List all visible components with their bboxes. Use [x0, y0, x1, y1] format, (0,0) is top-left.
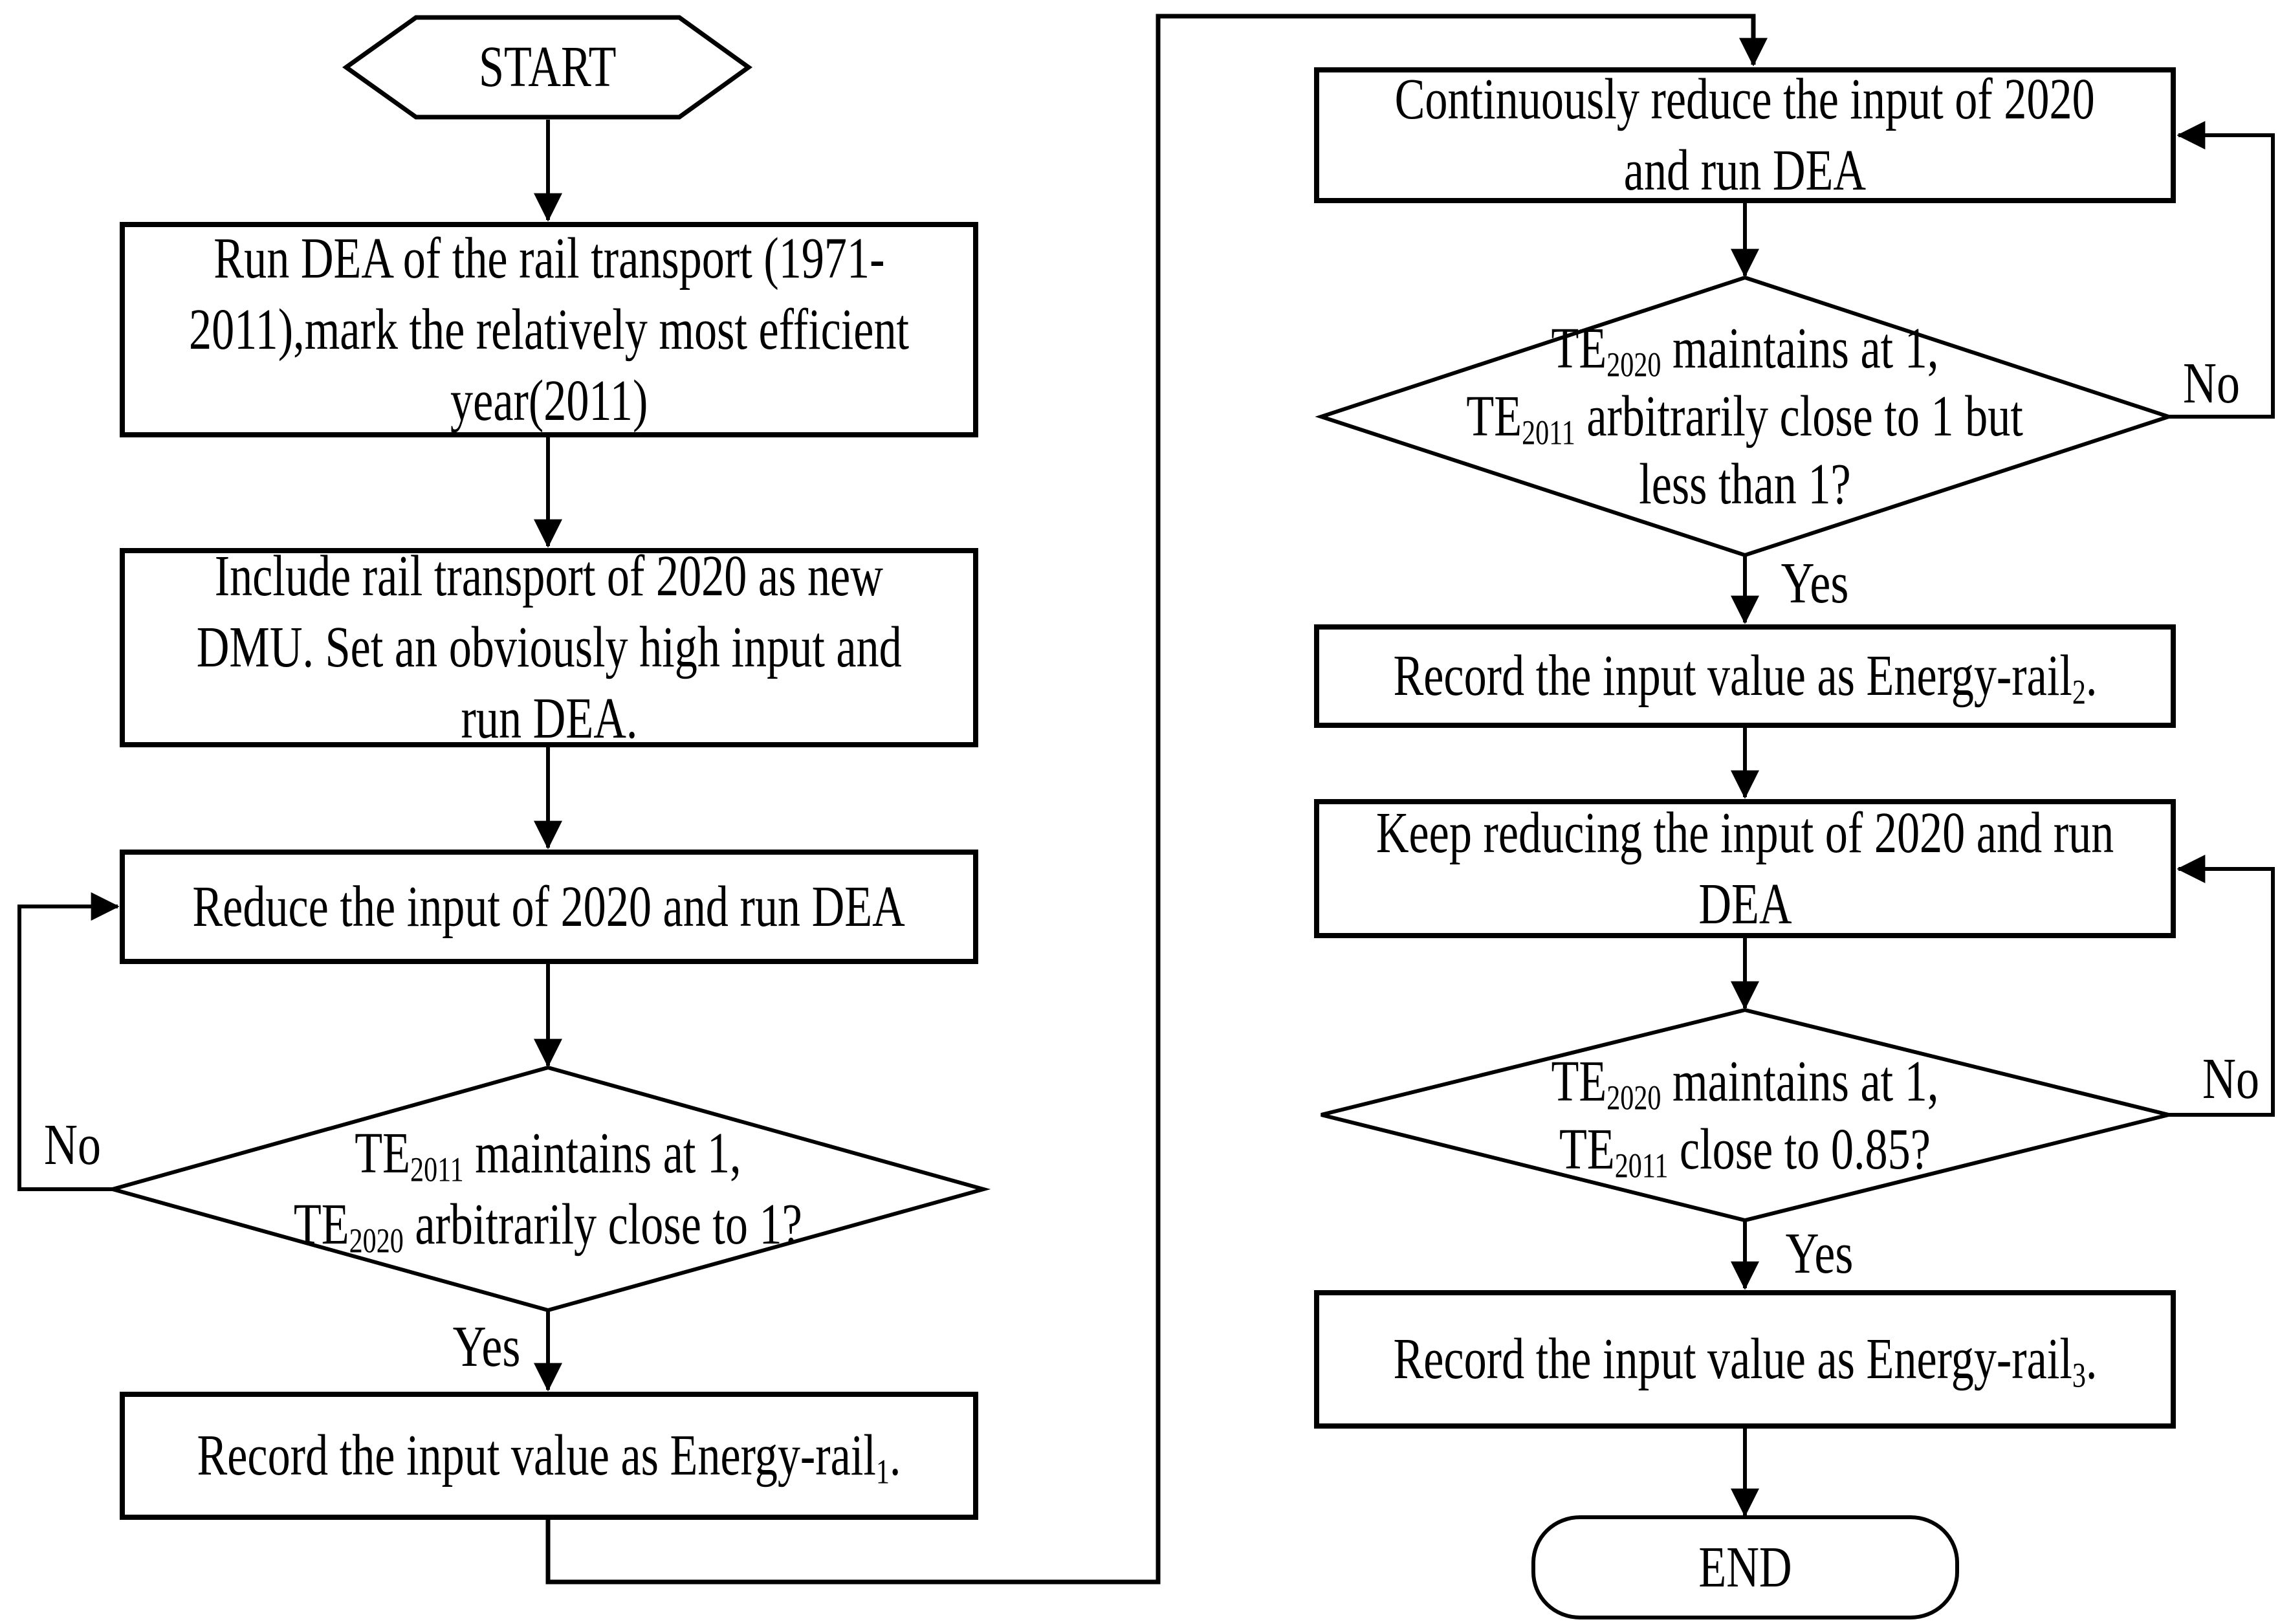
process-continuously-reduce: Continuously reduce the input of 2020 an… — [1314, 67, 2176, 203]
process-run-dea-line1: Run DEA of the rail transport (1971- — [213, 226, 885, 291]
record2-sub: 2 — [2072, 672, 2086, 712]
process-record-energy-rail1: Record the input value as Energy-rail1. — [120, 1392, 978, 1520]
decision3-line2-sub: 2011 — [1614, 1146, 1669, 1185]
end-node: END — [1533, 1517, 1957, 1618]
decision2-line2: TE2011 arbitrarily close to 1 but — [1467, 382, 2024, 450]
decision2-line1-pre: TE — [1551, 316, 1607, 380]
process-record-energy-rail3: Record the input value as Energy-rail3. — [1314, 1290, 2176, 1429]
process-continuously-reduce-line2: and run DEA — [1623, 138, 1867, 203]
decision2-line2-post: arbitrarily close to 1 but — [1575, 384, 2024, 448]
record3-line: Record the input value as Energy-rail3. — [1393, 1324, 2097, 1395]
edge-label-no-2: No — [2183, 351, 2240, 415]
process-reduce-input-line1: Reduce the input of 2020 and run DEA — [192, 874, 906, 939]
record3-sub: 3 — [2072, 1355, 2086, 1395]
record1-sub: 1 — [875, 1452, 890, 1491]
record1-pre: Record the input value as Energy-rail — [197, 1423, 876, 1487]
decision3-line2-post: close to 0.85? — [1668, 1117, 1931, 1181]
edge-label-yes-1: Yes — [452, 1315, 521, 1379]
process-include-2020-line3: run DEA. — [461, 686, 637, 751]
decision3-line2: TE2011 close to 0.85? — [1559, 1115, 1931, 1183]
edge-label-no-3: No — [2202, 1047, 2259, 1111]
edge-diamond2-no-loop — [2169, 121, 2275, 419]
start-label: START — [478, 35, 617, 99]
decision1-line2-sub: 2020 — [349, 1221, 404, 1260]
decision2-line1-post: maintains at 1, — [1661, 316, 1939, 380]
decision2-node: TE2020 maintains at 1, TE2011 arbitraril… — [1321, 278, 2169, 555]
decision1-line2-pre: TE — [294, 1192, 349, 1256]
decision3-line2-pre: TE — [1559, 1117, 1615, 1181]
decision1-line1-post: maintains at 1, — [463, 1121, 741, 1185]
decision2-line3: less than 1? — [1639, 452, 1851, 516]
decision3-line1: TE2020 maintains at 1, — [1551, 1048, 1939, 1115]
decision2-line2-pre: TE — [1466, 384, 1522, 448]
start-node: START — [346, 16, 749, 118]
record3-pre: Record the input value as Energy-rail — [1393, 1327, 2072, 1391]
start-terminator-shape — [342, 15, 752, 120]
process-continuously-reduce-line1: Continuously reduce the input of 2020 — [1394, 67, 2096, 131]
record2-pre: Record the input value as Energy-rail — [1393, 644, 2072, 708]
decision3-line1-post: maintains at 1, — [1661, 1049, 1939, 1114]
edge-label-yes-2: Yes — [1781, 551, 1849, 615]
decision3-node: TE2020 maintains at 1, TE2011 close to 0… — [1321, 1010, 2169, 1220]
edge-diamond1-no-loop — [17, 892, 120, 1191]
decision3-line1-sub: 2020 — [1606, 1078, 1661, 1117]
decision2-line1: TE2020 maintains at 1, — [1551, 314, 1939, 382]
process-run-dea-line3: year(2011) — [450, 368, 648, 433]
edge-diamond3-no-loop — [2169, 855, 2275, 1117]
edge-label-yes-3: Yes — [1785, 1222, 1854, 1286]
edge-label-no-1: No — [44, 1113, 101, 1177]
decision2-line1-sub: 2020 — [1606, 345, 1661, 384]
end-terminator-shape — [1531, 1515, 1959, 1619]
decision2-shape — [1315, 275, 2175, 558]
decision1-shape — [105, 1065, 991, 1313]
decision1-line1: TE2011 maintains at 1, — [355, 1118, 741, 1189]
decision1-line2-post: arbitrarily close to 1? — [404, 1192, 802, 1256]
record1-post: . — [889, 1423, 901, 1487]
process-include-2020-line2: DMU. Set an obviously high input and — [196, 615, 902, 679]
edge-record1-to-boxr1 — [545, 14, 1768, 1585]
process-record-energy-rail2: Record the input value as Energy-rail2. — [1314, 624, 2176, 728]
decision1-line1-sub: 2011 — [410, 1150, 464, 1189]
record3-post: . — [2085, 1327, 2098, 1391]
process-include-2020-dmu: Include rail transport of 2020 as new DM… — [120, 544, 978, 751]
process-run-dea-1971-2011: Run DEA of the rail transport (1971- 201… — [120, 222, 978, 437]
process-include-2020-line1: Include rail transport of 2020 as new — [214, 544, 884, 608]
record1-line: Record the input value as Energy-rail1. — [197, 1420, 901, 1491]
decision3-line1-pre: TE — [1551, 1049, 1607, 1114]
record2-post: . — [2085, 644, 2098, 708]
decision1-line1-pre: TE — [355, 1121, 411, 1185]
process-reduce-input: Reduce the input of 2020 and run DEA — [120, 850, 978, 964]
end-label: END — [1698, 1535, 1792, 1599]
decision2-line2-sub: 2011 — [1522, 413, 1576, 452]
decision1-line2: TE2020 arbitrarily close to 1? — [294, 1189, 802, 1260]
process-keep-reducing: Keep reducing the input of 2020 and run … — [1314, 799, 2176, 938]
decision1-node: TE2011 maintains at 1, TE2020 arbitraril… — [113, 1068, 983, 1310]
process-keep-reducing-line1: Keep reducing the input of 2020 and run — [1376, 800, 2114, 865]
decision3-shape — [1321, 1007, 2169, 1223]
record2-line: Record the input value as Energy-rail2. — [1393, 641, 2097, 712]
process-run-dea-line2: 2011),mark the relatively most efficient — [188, 297, 910, 362]
process-keep-reducing-line2: DEA — [1698, 872, 1792, 936]
